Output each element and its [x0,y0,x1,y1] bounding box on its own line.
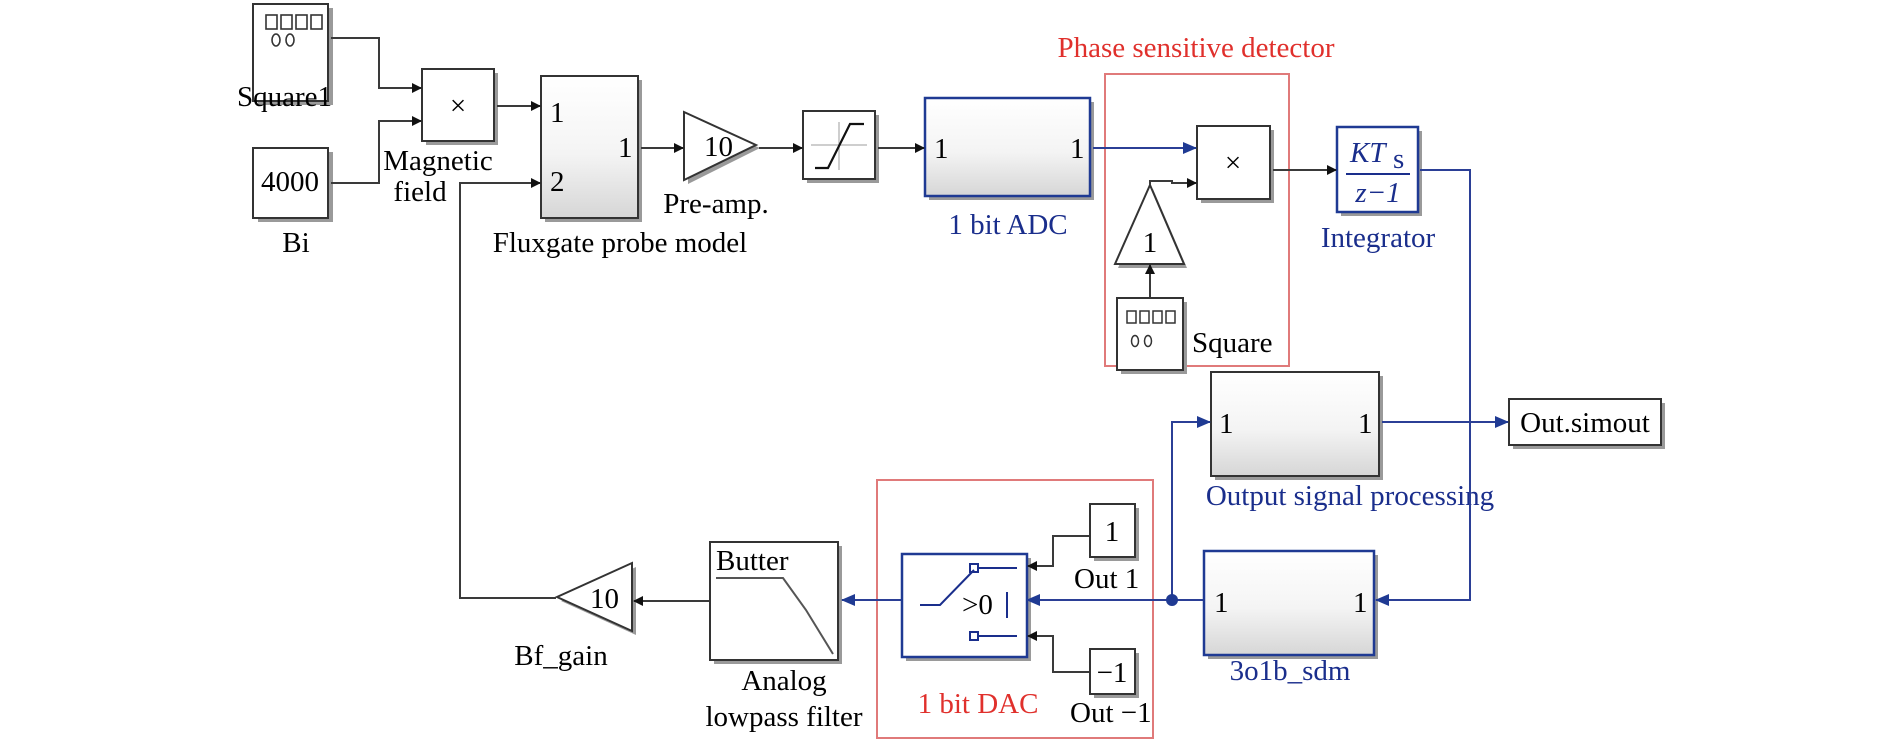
sdm-subsystem[interactable]: 1 1 [1202,549,1378,659]
integrator-numerator: KT [1349,137,1387,169]
probe-port-in2: 2 [550,166,565,198]
sdm-port-out1: 1 [1353,587,1368,619]
branch-point [1166,594,1178,606]
bi-block[interactable]: 4000 [252,147,333,222]
preamp-gain-value: 10 [704,131,733,163]
psd-product-block[interactable]: × [1196,125,1274,203]
psd-product-icon: × [1225,147,1241,179]
pulse-generator-icon [1126,310,1176,348]
fluxgate-label: Fluxgate probe model [493,227,748,259]
probe-port-out1: 1 [618,132,633,164]
out-simout-block[interactable]: Out.simout [1508,398,1665,449]
magnetic-field-product-block[interactable]: × [421,68,498,145]
psd-frame [1104,73,1290,367]
square1-block[interactable] [252,3,333,105]
osp-label: Output signal processing [1206,480,1494,512]
out1-label: Out 1 [1074,563,1139,595]
bf-gain-value: 10 [590,583,619,615]
bf-gain-block[interactable]: 10 [554,561,636,635]
dac-switch-block[interactable]: >0 [900,552,1031,661]
psd-gain-value: 1 [1143,227,1158,259]
lowpass-title: Butter [716,545,789,577]
osp-port-out1: 1 [1358,408,1373,440]
outminus1-constant-value: −1 [1097,657,1128,689]
out1-constant-value: 1 [1105,516,1120,548]
adc-port-out1: 1 [1070,133,1085,165]
integrator-block[interactable]: KT s z−1 [1335,125,1422,216]
preamp-gain-block[interactable]: 10 [683,110,760,184]
integrator-denominator: z−1 [1354,177,1400,209]
lowpass-label-line1: Analog [741,665,826,697]
saturation-icon [815,122,864,170]
psd-square-block[interactable] [1116,297,1187,374]
output-signal-processing-subsystem[interactable]: 1 1 [1210,371,1383,480]
dac-label: 1 bit DAC [918,688,1039,720]
dac-switch-threshold: >0 [962,589,993,621]
magnetic-field-label-line2: field [393,176,447,208]
magnetic-field-label-line1: Magnetic [383,145,493,177]
out1-constant-block[interactable]: 1 [1089,503,1139,561]
switch-icon [920,569,975,606]
lowpass-response-icon [716,577,834,655]
product-icon: × [450,90,466,122]
square1-label: Square1 [237,81,332,113]
psd-gain-block[interactable]: 1 [1113,182,1187,268]
probe-port-in1: 1 [550,97,565,129]
psd-title: Phase sensitive detector [1057,32,1334,64]
preamp-label: Pre-amp. [663,188,769,220]
bi-value: 4000 [261,166,319,198]
saturation-block[interactable] [802,110,879,183]
lowpass-label-line2: lowpass filter [705,701,862,733]
psd-square-label: Square [1192,327,1273,359]
bf-gain-label: Bf_gain [514,640,608,672]
adc-port-in1: 1 [934,133,949,165]
dac-frame [876,479,1154,739]
pulse-generator-icon [265,14,323,47]
adc-label: 1 bit ADC [948,209,1067,241]
out-simout-label: Out.simout [1520,407,1650,439]
fluxgate-probe-subsystem[interactable]: 1 2 1 [540,75,642,222]
adc-subsystem[interactable]: 1 1 [923,96,1094,200]
sdm-port-in1: 1 [1214,587,1229,619]
integrator-label: Integrator [1321,222,1436,254]
osp-port-in1: 1 [1219,408,1234,440]
outminus1-constant-block[interactable]: −1 [1089,648,1139,698]
analog-lowpass-filter-block[interactable]: Butter [709,541,842,664]
sdm-label: 3o1b_sdm [1230,655,1351,687]
integrator-numerator-sub: s [1393,143,1404,175]
signal-wires [331,37,1509,673]
outminus1-label: Out −1 [1070,697,1152,729]
bi-label: Bi [282,227,309,259]
